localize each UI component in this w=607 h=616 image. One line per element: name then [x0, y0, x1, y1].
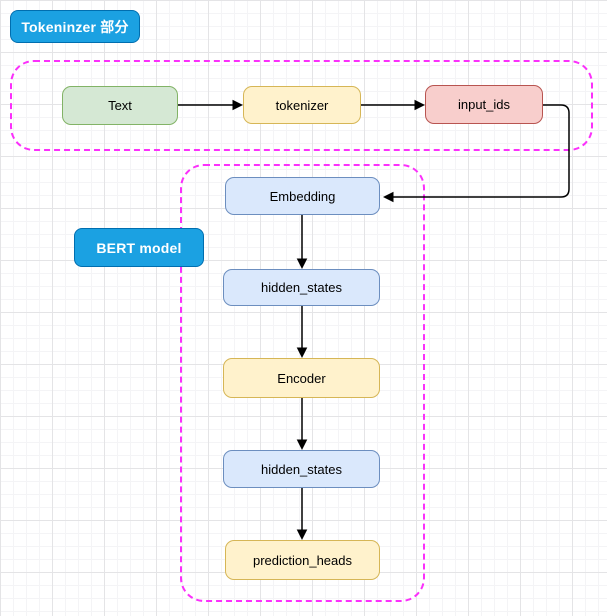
node-prediction-heads: prediction_heads [225, 540, 380, 580]
bert-section-container [180, 164, 425, 602]
node-input-ids: input_ids [425, 85, 543, 124]
node-text: Text [62, 86, 178, 125]
bert-model-label: BERT model [74, 228, 204, 267]
tokenizer-section-label: Tokeninzer 部分 [10, 10, 140, 43]
node-hidden-states-2: hidden_states [223, 450, 380, 488]
node-hidden-states-1: hidden_states [223, 269, 380, 306]
tokenizer-section-container [10, 60, 593, 151]
node-tokenizer: tokenizer [243, 86, 361, 124]
node-embedding: Embedding [225, 177, 380, 215]
node-encoder: Encoder [223, 358, 380, 398]
